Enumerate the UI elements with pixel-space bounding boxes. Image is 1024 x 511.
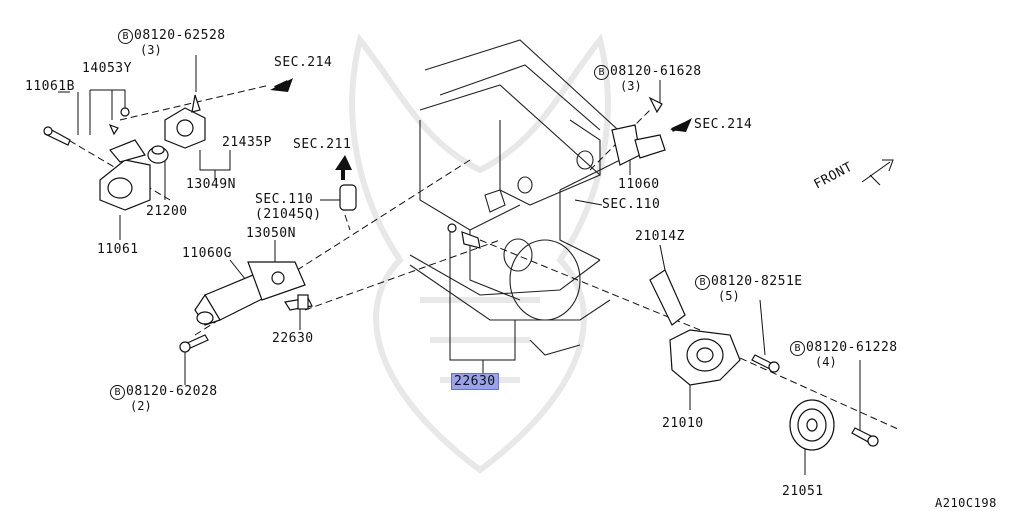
bolt-code-b5[interactable]: 08120-62028 bbox=[126, 384, 218, 399]
part-14053y[interactable]: 14053Y bbox=[82, 61, 132, 76]
bolt-qty-b3: (5) bbox=[718, 289, 740, 303]
part-11061b[interactable]: 11061B bbox=[25, 79, 75, 94]
sec-110-right[interactable]: SEC.110 bbox=[602, 197, 661, 212]
part-22630-left[interactable]: 22630 bbox=[272, 331, 314, 346]
arrow-sec214-left bbox=[270, 78, 293, 92]
sec-110-left-sub: (21045Q) bbox=[255, 207, 322, 222]
bolt-mark-b4: B bbox=[790, 341, 805, 356]
part-13049n[interactable]: 13049N bbox=[186, 177, 236, 192]
bolt-part bbox=[43, 126, 71, 146]
bolt-qty-b5: (2) bbox=[130, 399, 152, 413]
part-21014z[interactable]: 21014Z bbox=[635, 229, 685, 244]
sec-214-left[interactable]: SEC.214 bbox=[274, 55, 333, 70]
bolt-part-lower bbox=[179, 334, 209, 353]
bolt-mark-b5: B bbox=[110, 385, 125, 400]
sensor-part-left bbox=[284, 294, 313, 311]
part-11060[interactable]: 11060 bbox=[618, 177, 660, 192]
gasket-tube-part bbox=[649, 269, 686, 326]
bolt-code-b1[interactable]: 08120-62528 bbox=[134, 28, 226, 43]
water-inlet-part bbox=[194, 261, 306, 326]
bolt-mark-b1: B bbox=[118, 29, 133, 44]
bolt-qty-b4: (4) bbox=[815, 355, 837, 369]
part-22630-highlight: 22630 bbox=[451, 373, 499, 390]
thermostat-housing-part bbox=[164, 94, 206, 149]
sec-211[interactable]: SEC.211 bbox=[293, 137, 352, 152]
front-arrow-icon bbox=[861, 159, 894, 186]
bolt-code-b3[interactable]: 08120-8251E bbox=[711, 274, 803, 289]
part-11061[interactable]: 11061 bbox=[97, 242, 139, 257]
pump-bolt-part bbox=[751, 354, 780, 373]
bolt-code-b4[interactable]: 08120-61228 bbox=[806, 340, 898, 355]
pulley-bolt-part bbox=[851, 427, 879, 447]
part-13050n[interactable]: 13050N bbox=[246, 226, 296, 241]
thermostat-part bbox=[147, 145, 169, 164]
bolt-qty-b1: (3) bbox=[140, 43, 162, 57]
bolt-qty-b2: (3) bbox=[620, 79, 642, 93]
sensor-part-center bbox=[447, 223, 481, 249]
watermark-logo bbox=[349, 33, 611, 474]
sec-110-left[interactable]: SEC.110 bbox=[255, 192, 314, 207]
water-outlet-part bbox=[99, 139, 151, 211]
water-pump-part bbox=[669, 329, 741, 386]
part-21200[interactable]: 21200 bbox=[146, 204, 188, 219]
part-11060g[interactable]: 11060G bbox=[182, 246, 232, 261]
diagram-code: A210C198 bbox=[935, 496, 997, 510]
arrow-sec214-right bbox=[670, 118, 692, 132]
sec-214-right[interactable]: SEC.214 bbox=[694, 117, 753, 132]
part-21051[interactable]: 21051 bbox=[782, 484, 824, 499]
bolt-mark-b3: B bbox=[695, 275, 710, 290]
part-21435p[interactable]: 21435P bbox=[222, 135, 272, 150]
bolt-code-b2[interactable]: 08120-61628 bbox=[610, 64, 702, 79]
sec110-plug bbox=[339, 184, 357, 211]
arrow-sec211 bbox=[335, 155, 352, 180]
part-21010[interactable]: 21010 bbox=[662, 416, 704, 431]
pulley-part bbox=[789, 399, 835, 451]
small-bolt-part bbox=[108, 107, 130, 136]
part-22630-highlighted[interactable]: 22630 bbox=[451, 373, 499, 390]
water-outlet-right-part bbox=[611, 96, 666, 166]
engine-block bbox=[409, 39, 641, 356]
bolt-mark-b2: B bbox=[594, 65, 609, 80]
